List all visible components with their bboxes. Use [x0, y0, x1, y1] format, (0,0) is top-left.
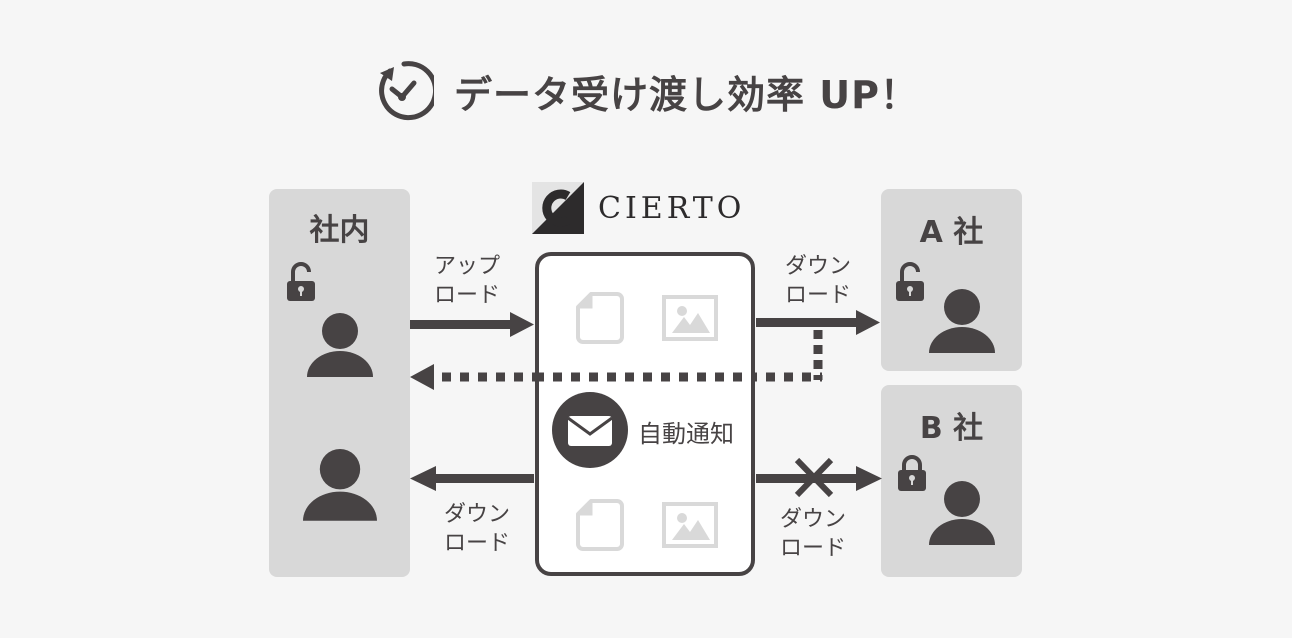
user-icon	[303, 449, 377, 521]
diagram-title: データ受け渡し効率 UP！	[370, 58, 919, 124]
download-internal-label-line2: ロード	[443, 531, 510, 556]
user-icon	[929, 289, 995, 353]
image-icon	[662, 502, 718, 548]
download-b-arrow	[756, 466, 882, 491]
download-b-label-line2: ロード	[779, 536, 846, 561]
download-a-label-line1: ダウン	[784, 254, 851, 279]
upload-label-line1: アップ	[433, 254, 500, 279]
upload-label-line2: ロード	[433, 283, 500, 308]
panel-company-a-title: A 社	[919, 215, 984, 250]
notification-dotted-line-overlay	[535, 372, 757, 382]
auto-notification-label: 自動通知	[638, 420, 734, 448]
document-icon	[576, 292, 624, 344]
download-internal-label-line1: ダウン	[443, 502, 510, 527]
download-a-arrow	[756, 310, 880, 335]
panel-company-a: A 社	[881, 189, 1022, 371]
document-icon	[576, 499, 624, 551]
clock-refresh-icon	[379, 61, 434, 121]
logo-text: CIERTO	[598, 190, 746, 226]
download-a-label: ダウン ロード	[773, 252, 863, 310]
download-b-label-line1: ダウン	[779, 507, 846, 532]
download-b-label: ダウン ロード	[768, 505, 858, 563]
unlock-icon	[896, 262, 924, 301]
panel-company-b: B 社	[881, 385, 1022, 577]
upload-label: アップ ロード	[422, 252, 512, 310]
cierto-logo: CIERTO	[532, 182, 745, 234]
panel-internal-title: 社内	[309, 213, 370, 248]
panel-internal: 社内	[269, 189, 410, 577]
notification-dotted-path	[410, 364, 434, 390]
lock-icon	[898, 455, 926, 491]
user-icon	[307, 313, 373, 377]
unlock-icon	[287, 262, 315, 301]
title-text: データ受け渡し効率 UP！	[454, 72, 919, 117]
cierto-logo-mark	[532, 182, 584, 234]
image-icon	[662, 295, 718, 341]
mail-icon	[552, 392, 628, 468]
upload-arrow	[410, 312, 534, 337]
download-a-label-line2: ロード	[784, 283, 851, 308]
download-internal-label: ダウン ロード	[432, 500, 522, 558]
panel-company-b-title: B 社	[919, 411, 984, 446]
download-internal-arrow	[410, 466, 534, 491]
blocked-x-icon	[794, 457, 834, 498]
user-icon	[929, 481, 995, 545]
